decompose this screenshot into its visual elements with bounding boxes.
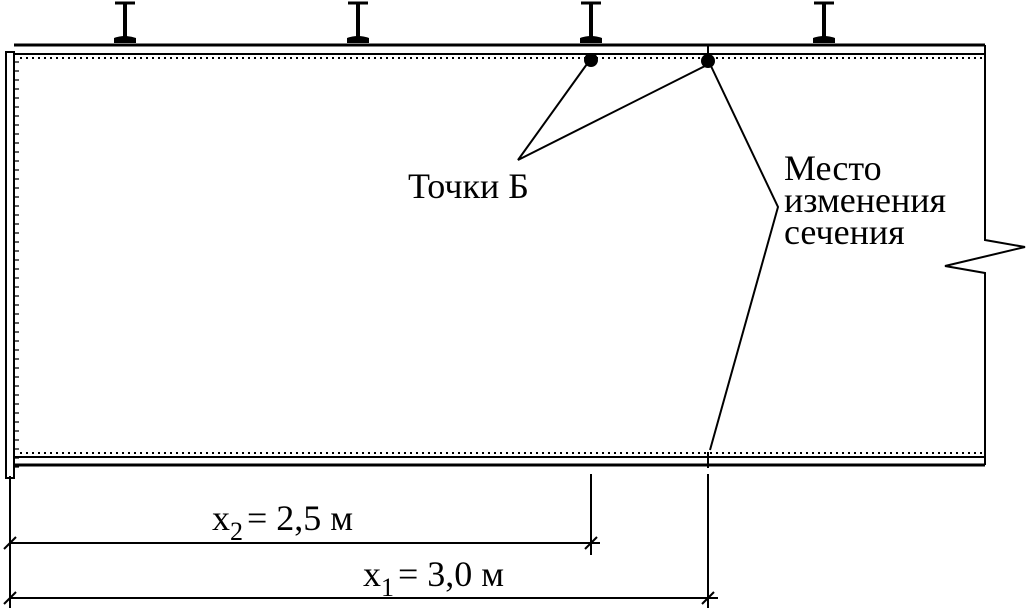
left-end-plate (5, 51, 19, 479)
bottom-flange (14, 452, 986, 467)
section-change-label-line-3: сечения (784, 212, 905, 252)
dimension-x2 (3, 474, 600, 608)
point-b-1 (584, 53, 598, 67)
break-line (944, 54, 1026, 457)
i-beam-icon-4 (813, 1, 835, 43)
top-flange (14, 43, 986, 59)
dimension-x1 (3, 474, 718, 608)
leader-points-b (517, 63, 706, 161)
dimension-x1-label: x1= 3,0 м (363, 554, 504, 602)
i-beam-icon-1 (114, 1, 136, 43)
dimension-x2-label: x2= 2,5 м (212, 498, 353, 546)
leader-section-change (709, 63, 780, 451)
i-beam-icon-3 (580, 1, 602, 43)
i-beam-icon-2 (347, 1, 369, 43)
section-change-label-line-2: изменения (784, 180, 946, 220)
points-b-label: Точки Б (408, 166, 529, 206)
point-b-2 (701, 54, 715, 68)
section-change-label-line-1: Место (784, 148, 882, 188)
